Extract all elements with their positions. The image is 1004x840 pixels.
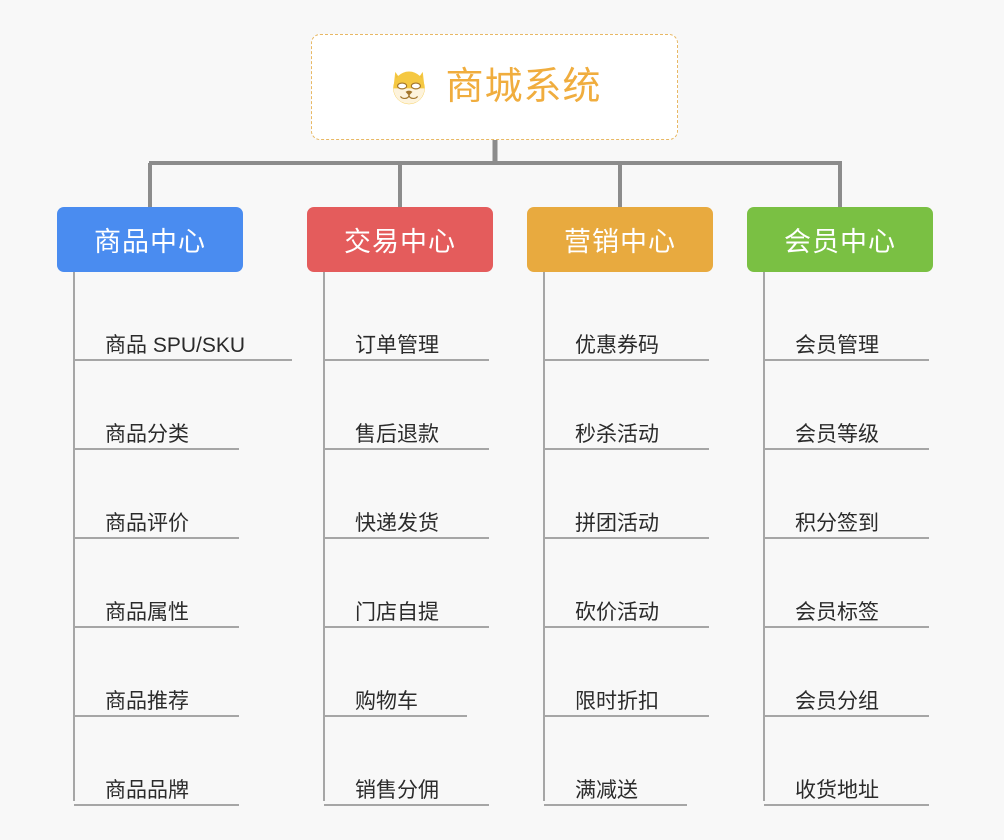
leaf-label: 商品品牌: [105, 779, 189, 802]
leaf-item[interactable]: 商品推荐: [74, 628, 277, 717]
root-node-content: 商城系统: [387, 65, 601, 109]
leaf-rule: [544, 448, 709, 450]
leaf-item[interactable]: 购物车: [324, 628, 527, 717]
leaf-label: 秒杀活动: [575, 423, 659, 446]
leaf-label: 商品分类: [105, 423, 189, 446]
leaf-rule: [324, 804, 489, 806]
leaf-item[interactable]: 商品属性: [74, 539, 277, 628]
leaf-rule: [324, 626, 489, 628]
leaf-item[interactable]: 积分签到: [764, 450, 967, 539]
leaf-rule: [74, 448, 239, 450]
leaf-label: 商品属性: [105, 601, 189, 624]
leaf-rule: [74, 715, 239, 717]
leaf-item[interactable]: 收货地址: [764, 717, 967, 806]
leaf-label: 砍价活动: [575, 601, 659, 624]
leaf-label: 商品 SPU/SKU: [105, 334, 246, 357]
column-trunk-2: [543, 272, 545, 801]
leaf-rule: [544, 804, 687, 806]
leaf-list-0: 商品 SPU/SKU 商品分类 商品评价 商品属性 商品推荐 商品品牌: [57, 272, 292, 806]
leaf-item[interactable]: 会员管理: [764, 272, 967, 361]
leaf-label: 快递发货: [355, 512, 439, 535]
category-column-1: 交易中心 订单管理 售后退款 快递发货 门店自提 购物车 销售分佣: [307, 207, 527, 806]
leaf-rule: [544, 537, 709, 539]
leaf-rule: [764, 359, 929, 361]
leaf-rule: [764, 626, 929, 628]
leaf-item[interactable]: 会员分组: [764, 628, 967, 717]
leaf-item[interactable]: 商品 SPU/SKU: [74, 272, 292, 361]
leaf-label: 商品评价: [105, 512, 189, 535]
leaf-rule: [544, 359, 709, 361]
leaf-item[interactable]: 限时折扣: [544, 628, 747, 717]
leaf-rule: [324, 359, 489, 361]
leaf-list-1: 订单管理 售后退款 快递发货 门店自提 购物车 销售分佣: [307, 272, 527, 806]
leaf-label: 会员标签: [795, 601, 879, 624]
leaf-label: 积分签到: [795, 512, 879, 535]
leaf-label: 订单管理: [355, 334, 439, 357]
leaf-rule: [74, 537, 239, 539]
category-header-0[interactable]: 商品中心: [57, 207, 243, 272]
leaf-rule: [764, 448, 929, 450]
leaf-item[interactable]: 满减送: [544, 717, 747, 806]
leaf-rule: [74, 626, 239, 628]
leaf-rule: [764, 804, 929, 806]
leaf-item[interactable]: 门店自提: [324, 539, 527, 628]
leaf-list-2: 优惠券码 秒杀活动 拼团活动 砍价活动 限时折扣 满减送: [527, 272, 747, 806]
leaf-rule: [544, 626, 709, 628]
leaf-item[interactable]: 会员标签: [764, 539, 967, 628]
leaf-item[interactable]: 订单管理: [324, 272, 527, 361]
leaf-item[interactable]: 售后退款: [324, 361, 527, 450]
leaf-rule: [764, 715, 929, 717]
leaf-rule: [324, 448, 489, 450]
column-trunk-3: [763, 272, 765, 801]
category-header-3[interactable]: 会员中心: [747, 207, 933, 272]
leaf-item[interactable]: 拼团活动: [544, 450, 747, 539]
leaf-label: 拼团活动: [575, 512, 659, 535]
column-trunk-1: [323, 272, 325, 801]
leaf-rule: [764, 537, 929, 539]
root-node[interactable]: 商城系统: [311, 34, 678, 140]
category-header-1[interactable]: 交易中心: [307, 207, 493, 272]
leaf-item[interactable]: 优惠券码: [544, 272, 747, 361]
category-column-3: 会员中心 会员管理 会员等级 积分签到 会员标签 会员分组 收货地址: [747, 207, 967, 806]
leaf-item[interactable]: 商品品牌: [74, 717, 277, 806]
leaf-item[interactable]: 快递发货: [324, 450, 527, 539]
category-column-2: 营销中心 优惠券码 秒杀活动 拼团活动 砍价活动 限时折扣 满减送: [527, 207, 747, 806]
leaf-item[interactable]: 销售分佣: [324, 717, 527, 806]
leaf-rule: [324, 715, 467, 717]
leaf-item[interactable]: 砍价活动: [544, 539, 747, 628]
leaf-label: 满减送: [575, 779, 638, 802]
leaf-label: 售后退款: [355, 423, 439, 446]
root-title: 商城系统: [445, 66, 602, 108]
leaf-item[interactable]: 会员等级: [764, 361, 967, 450]
column-trunk-0: [73, 272, 75, 801]
leaf-rule: [74, 359, 292, 361]
leaf-rule: [74, 804, 239, 806]
leaf-label: 购物车: [355, 690, 418, 713]
leaf-label: 收货地址: [795, 779, 879, 802]
leaf-item[interactable]: 商品评价: [74, 450, 277, 539]
leaf-label: 限时折扣: [575, 690, 659, 713]
leaf-label: 销售分佣: [355, 779, 439, 802]
leaf-item[interactable]: 秒杀活动: [544, 361, 747, 450]
leaf-label: 会员分组: [795, 690, 879, 713]
leaf-item[interactable]: 商品分类: [74, 361, 277, 450]
leaf-label: 会员管理: [795, 334, 879, 357]
leaf-rule: [544, 715, 709, 717]
leaf-list-3: 会员管理 会员等级 积分签到 会员标签 会员分组 收货地址: [747, 272, 967, 806]
leaf-label: 会员等级: [795, 423, 879, 446]
leaf-label: 优惠券码: [575, 334, 659, 357]
leaf-rule: [324, 537, 489, 539]
leaf-label: 商品推荐: [105, 690, 189, 713]
shiba-inu-dog-face-icon: [387, 65, 431, 109]
category-header-2[interactable]: 营销中心: [527, 207, 713, 272]
category-column-0: 商品中心 商品 SPU/SKU 商品分类 商品评价 商品属性 商品推荐 商品品牌: [57, 207, 292, 806]
leaf-label: 门店自提: [355, 601, 439, 624]
